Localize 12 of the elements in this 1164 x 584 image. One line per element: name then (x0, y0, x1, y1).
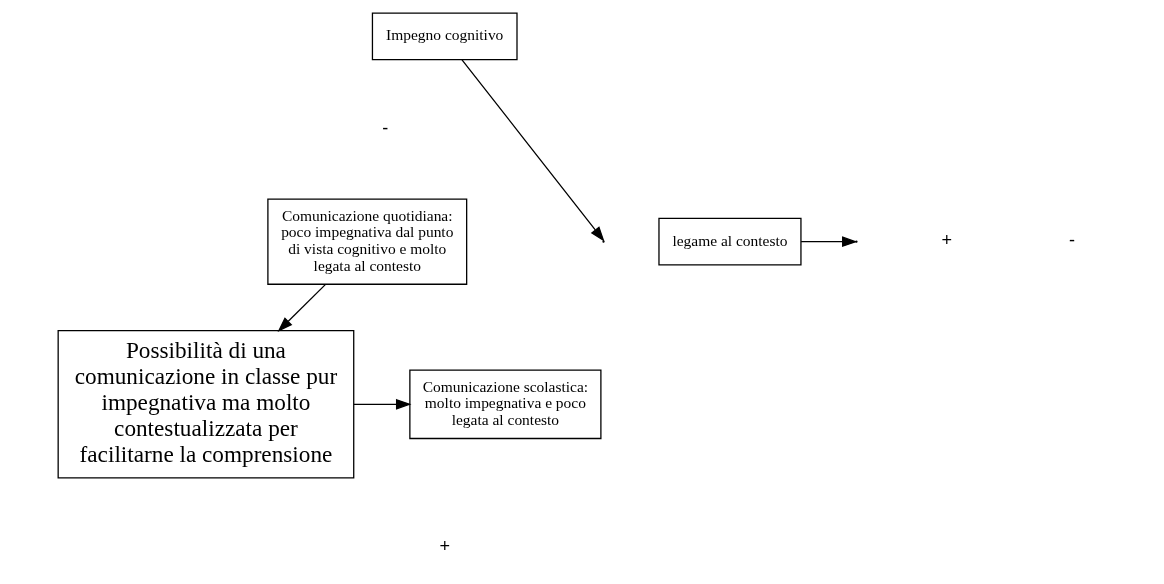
arrow (352, 398, 411, 410)
label: - (1068, 230, 1075, 251)
node-box: Impegno cognitivo (371, 12, 518, 61)
node-box: Comunicazione quotidiana: poco impegnativa dal punto di vista cognitivo e molto legata al contesto (266, 198, 467, 285)
node-box: Possibilità di una comunicazione in classe pur impegnativa ma molto contestualizzata per facilitarne la comprensione (57, 330, 354, 479)
label: + (941, 230, 952, 251)
node-box: legame al contesto (657, 217, 802, 266)
node-box: Comunicazione scolastica: molto impegnativa e poco legata al contesto (408, 369, 602, 440)
label: - (381, 118, 388, 139)
arrow (460, 59, 605, 242)
label: + (438, 536, 450, 557)
arrow (277, 283, 326, 332)
